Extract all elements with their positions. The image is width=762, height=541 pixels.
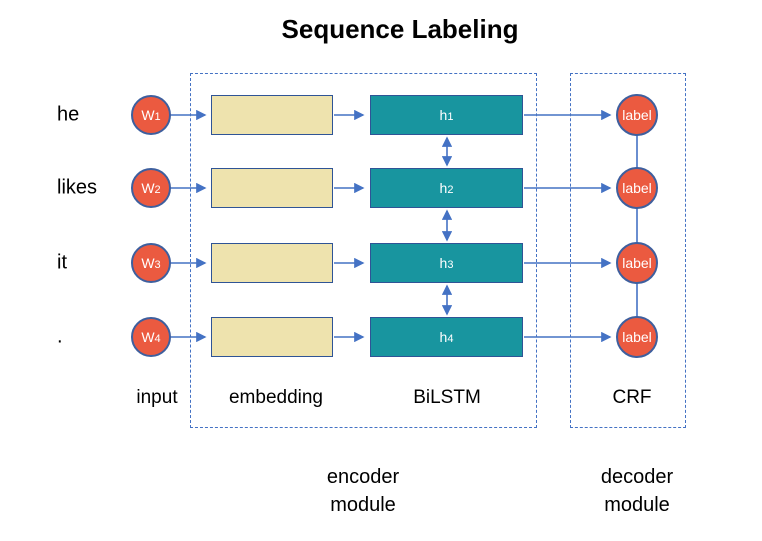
hidden-box-text: h — [439, 180, 448, 196]
hidden-box-text: h — [439, 329, 448, 345]
embedding-box — [211, 243, 333, 283]
hidden-box-subscript: 2 — [447, 184, 454, 196]
encoder-module-caption-line1: encoder — [326, 466, 400, 488]
hidden-box-subscript: 3 — [447, 259, 454, 271]
embedding-box — [211, 95, 333, 135]
label-node-text: label — [622, 107, 652, 123]
diagram-title: Sequence Labeling — [281, 14, 519, 44]
encoder-module-caption: encoder module — [327, 463, 399, 519]
word-label: he — [57, 103, 80, 126]
decoder-module-caption-line2: module — [604, 494, 670, 516]
encoder-module-box — [190, 73, 537, 428]
crf-label-node: label — [616, 167, 658, 209]
embedding-box — [211, 168, 333, 208]
column-label-input: input — [136, 387, 178, 408]
column-label-crf: CRF — [612, 387, 652, 408]
column-label-bilstm: BiLSTM — [413, 387, 481, 408]
decoder-module-box — [570, 73, 686, 428]
column-label-embedding: embedding — [228, 387, 324, 408]
hidden-box-subscript: 1 — [447, 111, 454, 123]
encoder-module-caption-line2: module — [330, 494, 396, 516]
hidden-box-text: h — [439, 107, 448, 123]
label-node-text: label — [622, 180, 652, 196]
hidden-box-text: h — [439, 255, 448, 271]
input-node-subscript: 3 — [154, 259, 161, 271]
label-node-text: label — [622, 255, 652, 271]
word-label: . — [57, 325, 63, 348]
word-label: likes — [57, 176, 98, 199]
input-node-text: W — [141, 329, 155, 345]
input-node-text: W — [141, 255, 155, 271]
crf-label-node: label — [616, 316, 658, 358]
crf-label-node: label — [616, 242, 658, 284]
input-node-text: W — [141, 180, 155, 196]
input-node-subscript: 4 — [154, 333, 161, 345]
crf-label-node: label — [616, 94, 658, 136]
embedding-box — [211, 317, 333, 357]
hidden-box-subscript: 4 — [447, 333, 454, 345]
word-label: it — [57, 251, 67, 274]
label-node-text: label — [622, 329, 652, 345]
input-node-subscript: 2 — [154, 184, 161, 196]
decoder-module-caption: decoder module — [601, 463, 673, 519]
decoder-module-caption-line1: decoder — [600, 466, 674, 488]
input-node-text: W — [141, 107, 155, 123]
input-node-subscript: 1 — [154, 111, 161, 123]
